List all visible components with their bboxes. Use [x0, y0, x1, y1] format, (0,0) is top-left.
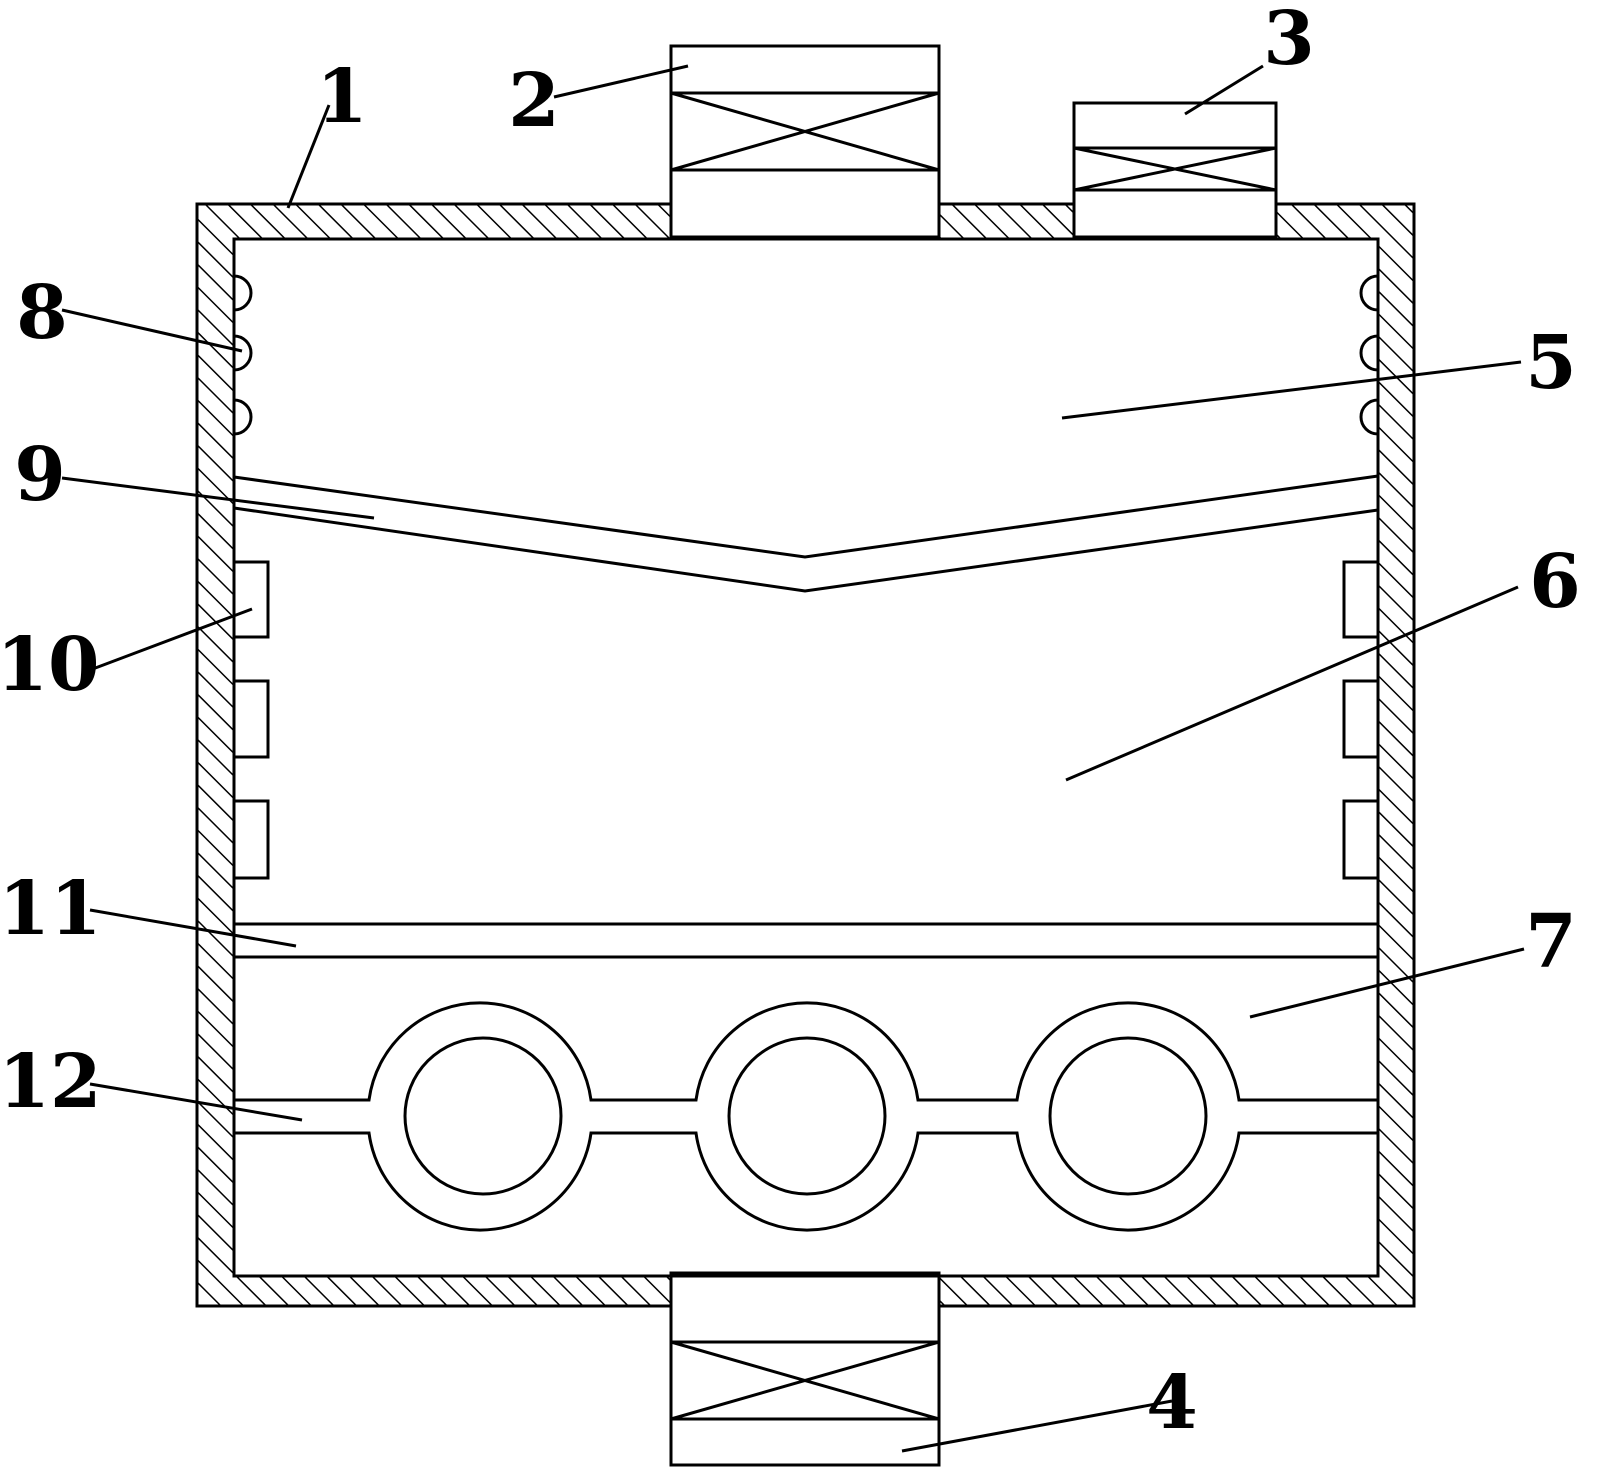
label-6: 6 — [1529, 539, 1581, 625]
leader-lines — [61, 64, 1525, 1453]
label-5: 5 — [1525, 320, 1577, 406]
label-7: 7 — [1525, 899, 1577, 985]
heating-pipe — [234, 1001, 1378, 1232]
label-1: 1 — [316, 54, 368, 140]
heating-elements — [233, 274, 1379, 436]
label-11: 11 — [0, 866, 101, 952]
vent-valve — [1072, 101, 1278, 239]
label-2: 2 — [508, 58, 560, 144]
discharge-valve — [669, 1271, 941, 1467]
v-shaped-filter-plate — [233, 474, 1379, 593]
label-12: 12 — [0, 1039, 101, 1125]
label-8: 8 — [16, 270, 68, 356]
label-4: 4 — [1146, 1360, 1198, 1446]
label-9: 9 — [14, 432, 66, 518]
label-10: 10 — [0, 622, 99, 708]
side-blocks — [232, 560, 1380, 880]
inlet-valve — [669, 44, 941, 239]
label-3: 3 — [1263, 0, 1315, 82]
separator-plate — [234, 922, 1378, 959]
housing-wall — [195, 202, 1416, 1308]
